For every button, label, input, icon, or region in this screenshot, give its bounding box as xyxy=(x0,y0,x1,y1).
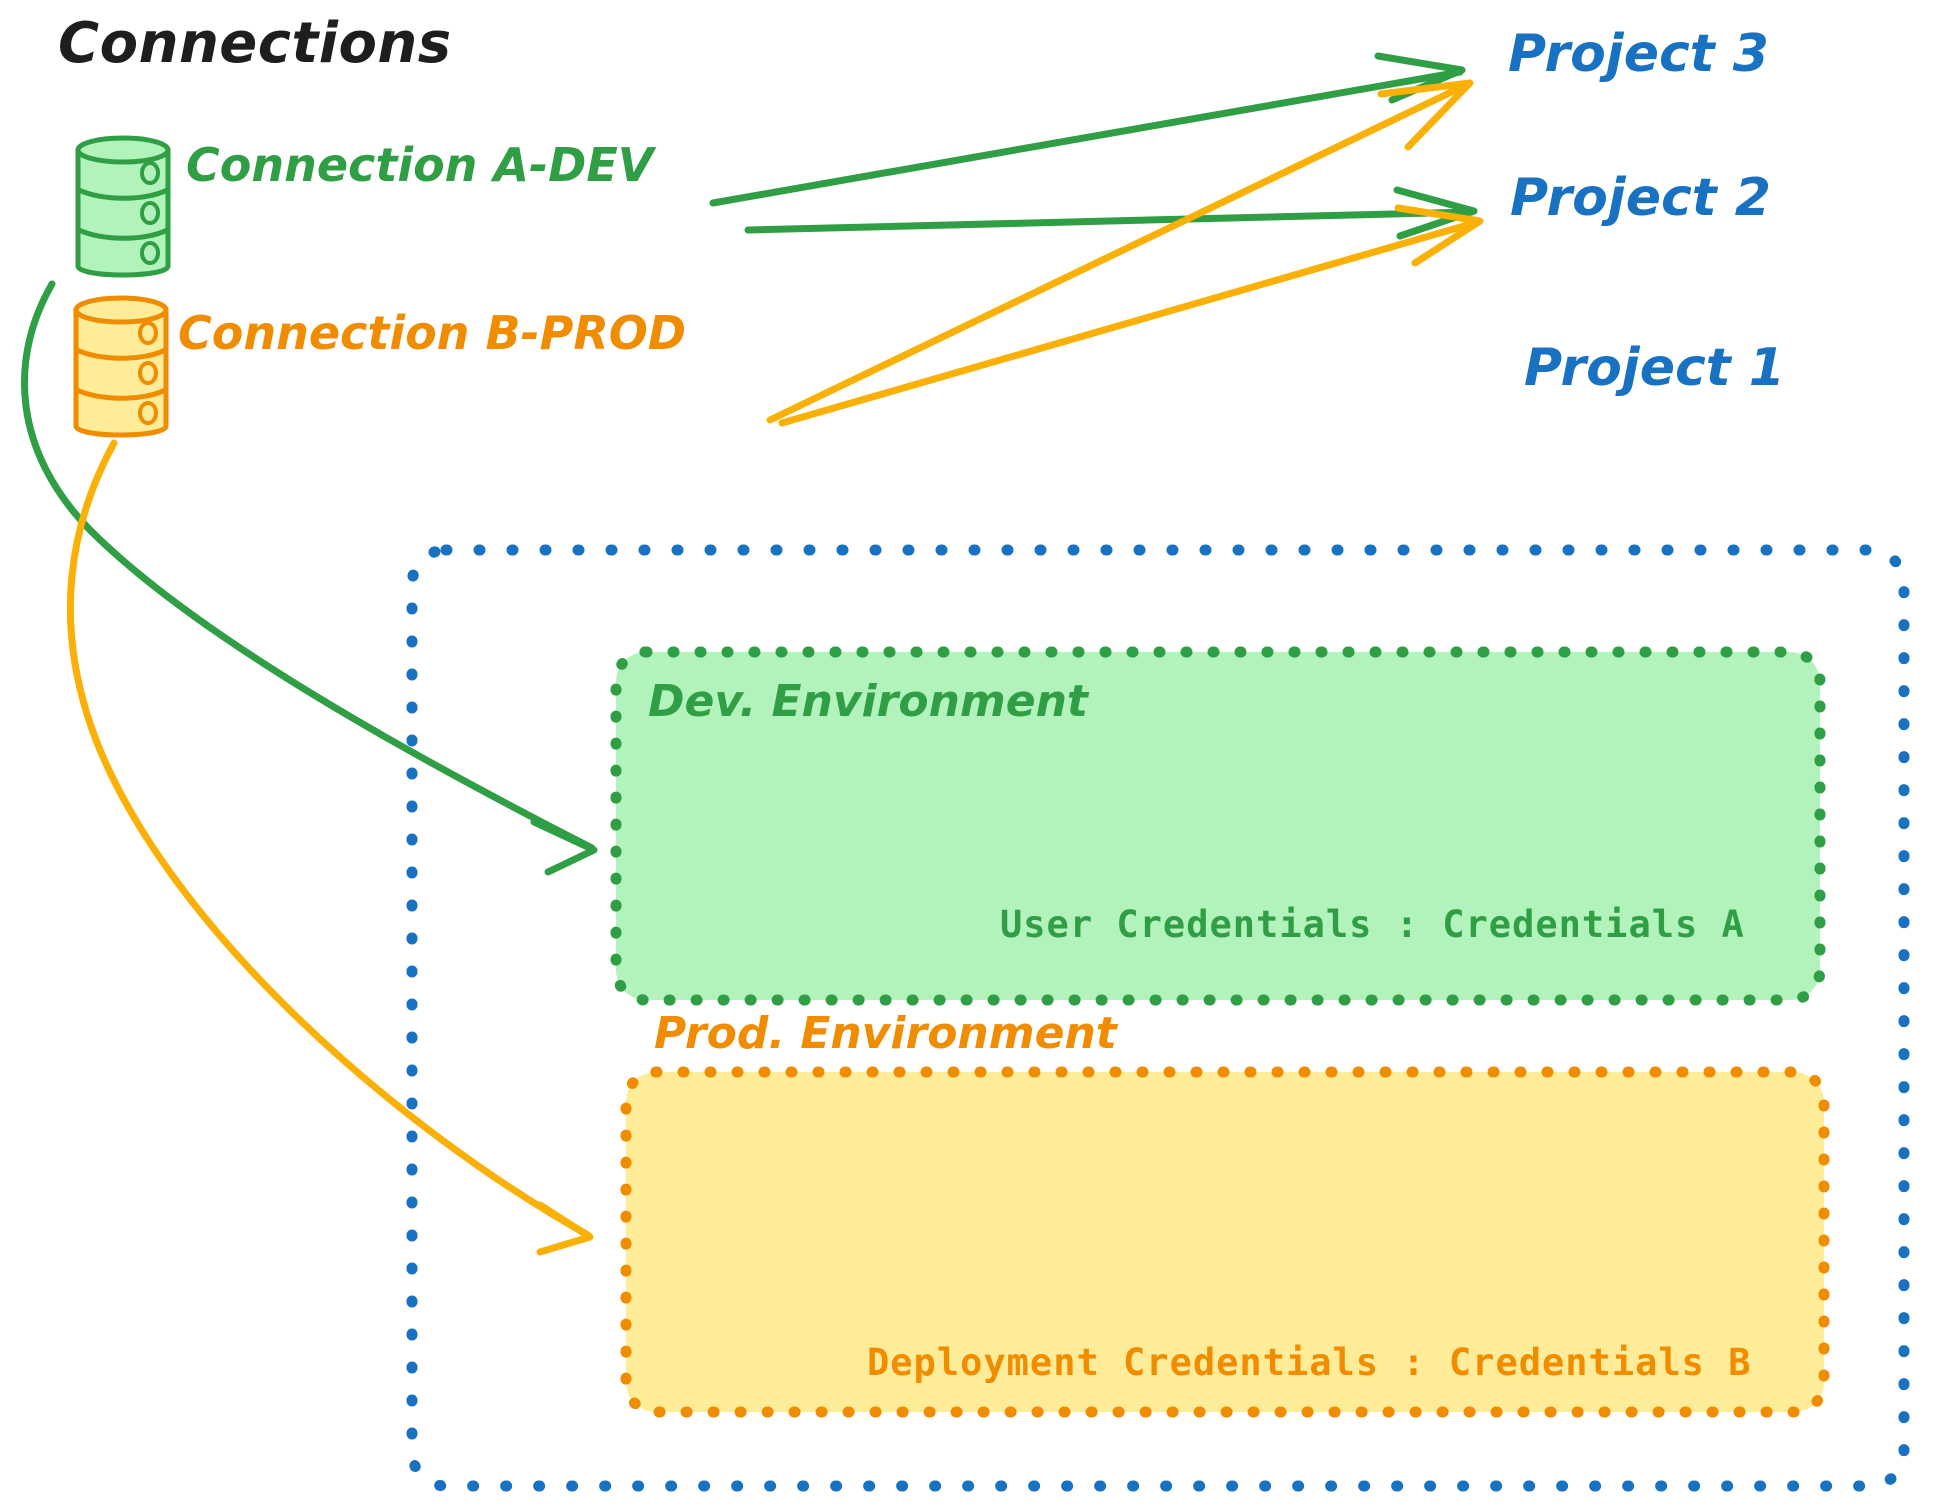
connection-a-dev-label: Connection A-DEV xyxy=(186,138,654,192)
arrow-conn-b-to-prod-environment xyxy=(66,439,594,1256)
arrow-conn-b-to-project-3 xyxy=(766,79,1474,424)
arrow-conn-a-to-project-2 xyxy=(744,186,1478,240)
connection-a-dev-database-icon[interactable] xyxy=(68,128,178,288)
dev-environment-box xyxy=(610,646,1826,1006)
connection-b-prod-label: Connection B-PROD xyxy=(178,306,687,360)
prod-environment-label: Prod. Environment xyxy=(654,1008,1117,1059)
project-2-label: Project 2 xyxy=(1510,168,1771,228)
project-1-label: Project 1 xyxy=(1524,338,1785,398)
dev-environment-credentials-label: User Credentials : Credentials A xyxy=(1000,903,1745,946)
dev-environment-label: Dev. Environment xyxy=(648,676,1088,727)
diagram-title: Connections xyxy=(58,11,452,76)
arrow-conn-a-to-dev-environment xyxy=(20,280,598,876)
prod-environment-box xyxy=(620,1066,1830,1418)
arrow-conn-b-to-project-2 xyxy=(778,204,1484,427)
project-3-label: Project 3 xyxy=(1508,24,1769,84)
project-1-container-border xyxy=(406,544,1910,1492)
connection-b-prod-database-icon[interactable] xyxy=(66,288,176,448)
prod-environment-credentials-label: Deployment Credentials : Credentials B xyxy=(867,1341,1752,1384)
